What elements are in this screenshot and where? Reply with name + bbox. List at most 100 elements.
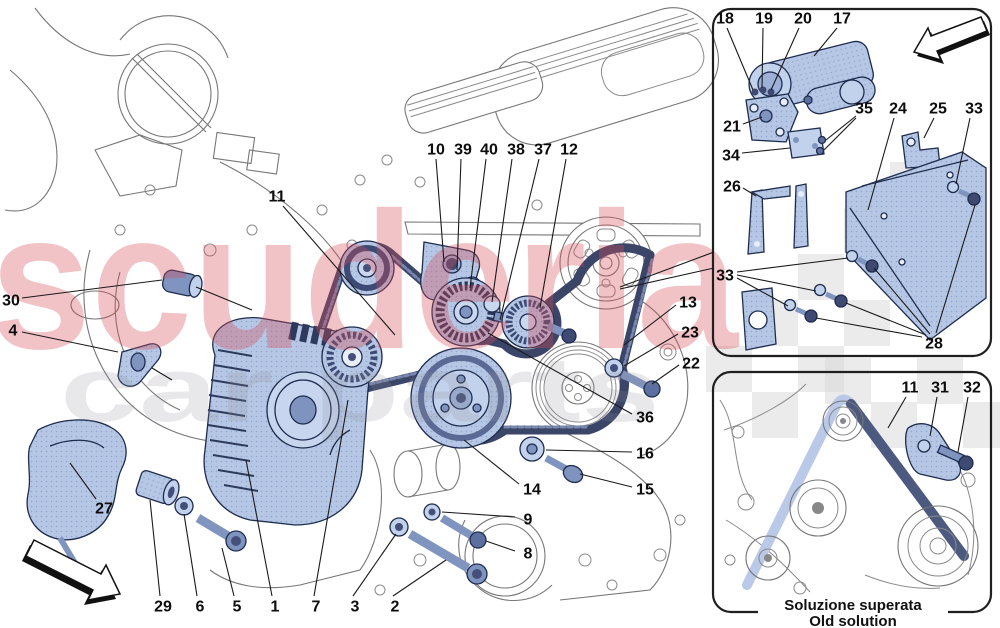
- top-idler-pulley: [339, 240, 395, 296]
- leader-line-11: [887, 396, 907, 429]
- callout-17: 17: [833, 11, 851, 28]
- leader-line-10: [435, 158, 445, 263]
- callout-36: 36: [636, 410, 654, 427]
- callout-29: 29: [154, 599, 172, 616]
- callout-2: 2: [391, 599, 400, 616]
- leader-line-19: [761, 27, 764, 89]
- old-tensioner-31: [905, 423, 961, 481]
- callout-14: 14: [523, 482, 541, 499]
- callout-19: 19: [755, 11, 773, 28]
- callout-26: 26: [723, 179, 741, 196]
- leader-line-4: [151, 367, 173, 381]
- leader-line-33: [736, 277, 789, 307]
- leader-line-30: [21, 279, 163, 299]
- leader-line-6: [183, 513, 198, 597]
- old-solution-caption-en: Old solution: [809, 613, 897, 628]
- callout-10: 10: [427, 142, 445, 159]
- old-crank-pulley: [897, 505, 979, 587]
- callout-27: 27: [95, 501, 113, 518]
- callout-34: 34: [722, 148, 740, 165]
- washer-9: [423, 503, 441, 521]
- leader-line-21: [742, 116, 763, 125]
- cover-bracket-26: [747, 183, 809, 255]
- watermark-primary: scuderia: [0, 172, 739, 390]
- leader-line-9: [441, 511, 516, 518]
- protection-cover-24: [845, 151, 987, 341]
- leader-line-33: [955, 117, 971, 185]
- leader-line-15: [579, 473, 633, 488]
- inset-starter-content: [741, 16, 990, 351]
- protection-bracket-27: [26, 419, 127, 588]
- callout-11: 11: [902, 380, 919, 397]
- washer-16: [519, 436, 545, 462]
- callout-35: 35: [855, 101, 873, 118]
- callout-25: 25: [929, 101, 947, 118]
- leader-line-23: [623, 333, 679, 367]
- washer-6: [174, 496, 194, 516]
- callout-8: 8: [524, 546, 533, 563]
- leader-line-36: [487, 332, 633, 415]
- leader-line-7: [313, 399, 349, 597]
- leader-line-29: [149, 499, 161, 597]
- callout-40: 40: [480, 142, 498, 159]
- callout-16: 16: [636, 446, 654, 463]
- leader-line-39: [456, 158, 462, 271]
- callout-12: 12: [560, 142, 578, 159]
- callout-20: 20: [794, 11, 812, 28]
- leader-line-22: [651, 364, 680, 385]
- old-top-pulley: [822, 400, 864, 442]
- leader-line-3: [352, 533, 397, 597]
- leader-line-4: [21, 331, 119, 353]
- right-idler-pulley: [501, 295, 577, 349]
- leader-line-5: [221, 547, 235, 597]
- cover-screws-33-28: [783, 180, 981, 323]
- bolt-8: [439, 514, 487, 549]
- washer-23: [604, 358, 624, 378]
- inset-old-solution-content: Soluzione superata Old solution: [719, 383, 979, 628]
- leader-line-13: [623, 304, 677, 346]
- callout-23: 23: [681, 325, 699, 342]
- cover-lower-bracket: [741, 287, 777, 351]
- direction-arrow-down-right-icon: [22, 538, 122, 605]
- valve-cover-left: [404, 61, 544, 134]
- callout-39: 39: [454, 142, 472, 159]
- leader-line-28: [935, 204, 976, 334]
- callout-38: 38: [507, 142, 525, 159]
- leader-line-30: [195, 286, 253, 311]
- leader-line-18: [726, 27, 754, 91]
- leader-line-28: [845, 302, 927, 336]
- leader-line-14: [463, 439, 520, 485]
- leader-line-31: [929, 396, 938, 437]
- leader-line-33: [619, 251, 715, 288]
- leader-line-16: [545, 449, 633, 453]
- leader-line-37: [499, 158, 540, 321]
- old-mid-pulley: [789, 479, 847, 537]
- callout-5: 5: [233, 599, 242, 616]
- leader-line-12: [539, 158, 567, 309]
- leader-line-35: [825, 115, 857, 141]
- bolt-15: [544, 454, 584, 484]
- bolt-5: [195, 514, 247, 552]
- leader-line-40: [469, 158, 487, 289]
- crankshaft-pulley: [410, 347, 512, 449]
- callout-9: 9: [524, 512, 533, 529]
- watermark-secondary: car parts: [60, 339, 660, 441]
- old-bolt-32: [936, 444, 974, 471]
- leader-line-2: [392, 559, 447, 597]
- callout-4: 4: [9, 323, 18, 340]
- spacer-29: [135, 470, 180, 506]
- washer-3: [389, 517, 409, 537]
- starter-bracket-21: [745, 86, 799, 143]
- leader-line-35: [823, 117, 857, 151]
- leader-line-27: [69, 462, 97, 500]
- leader-line-17: [813, 27, 838, 57]
- leader-line-28: [873, 267, 931, 335]
- direction-arrow-left-icon: [912, 16, 990, 64]
- callout-30: 30: [2, 293, 20, 310]
- callout-15: 15: [636, 482, 654, 499]
- leader-line-24: [867, 117, 895, 211]
- leader-line-26: [742, 187, 757, 197]
- callout-32: 32: [963, 380, 981, 397]
